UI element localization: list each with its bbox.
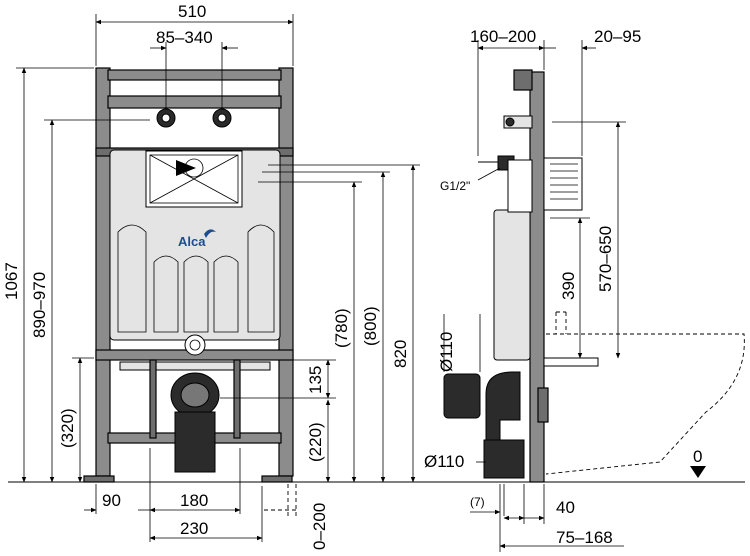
bowl-bracket (555, 311, 567, 334)
right-bolt-rod (233, 359, 241, 439)
side-pipe-top (443, 373, 481, 419)
brand-logo: Alca (178, 234, 206, 249)
dim-foot-spacing: 230 (180, 519, 208, 538)
top-rail (107, 69, 282, 81)
dim-waste-height: (320) (58, 408, 77, 448)
dim-offset-small: (7) (470, 495, 485, 509)
flush-arrow-icon (176, 160, 196, 176)
dim-depth-range: 160–200 (470, 27, 536, 46)
dim-anchor-height: 890–970 (30, 272, 49, 338)
drain-top-port (184, 334, 206, 356)
side-cistern-upper (507, 159, 533, 213)
side-anchor-bolt (505, 117, 515, 127)
flush-valve-ring (184, 158, 204, 178)
dim-foot-offset: 90 (102, 491, 121, 510)
drain-port-inner (189, 339, 201, 351)
right-anchor-hole (217, 113, 227, 123)
side-bolt-rod (543, 357, 599, 367)
dim-inlet-spacing: 85–340 (156, 28, 213, 47)
front-view: Alca 510 85–340 1067 890–970 (320) (2, 2, 420, 550)
flush-button-ribs (550, 163, 578, 200)
dim-offset-range: 75–168 (556, 528, 613, 547)
floor-level-marker-icon (690, 466, 706, 478)
side-clip (537, 387, 549, 423)
side-top-block (513, 69, 533, 91)
flush-cross-b (149, 154, 239, 204)
dim-height-total: 1067 (2, 262, 21, 300)
dim-connection-height: 570–650 (596, 226, 615, 292)
right-upright (278, 67, 294, 477)
side-view: 0 160–200 20–95 G1/2" 390 570–650 Ø110 Ø… (424, 27, 745, 552)
side-elbow (485, 371, 521, 441)
dim-width-total: 510 (178, 2, 206, 21)
cistern-panels (117, 224, 275, 333)
waste-elbow-inner (180, 382, 210, 408)
dim-button-height: 390 (559, 272, 578, 300)
dim-flush-box-top: (780) (332, 308, 351, 348)
waste-pipe (174, 411, 216, 473)
water-inlet-label: G1/2" (440, 179, 470, 193)
dim-floor-adjust: 0–200 (310, 503, 329, 550)
brand-bird-icon (204, 229, 216, 238)
dim-wall-gap: 20–95 (594, 27, 641, 46)
toilet-bowl-outline (545, 333, 745, 475)
upper-rail (107, 95, 282, 109)
dim-drain-height: (220) (306, 422, 325, 462)
pipe-diameter-bottom-label: Ø110 (424, 452, 464, 471)
left-foot (83, 475, 115, 483)
side-pipe-bottom (483, 439, 525, 479)
right-foot (261, 475, 293, 483)
flush-button-housing (543, 157, 583, 211)
bolt-bracket (119, 361, 271, 371)
floor-level-label: 0 (693, 447, 702, 466)
pipe-diameter-top-label: Ø110 (437, 332, 456, 372)
left-bolt-rod (149, 359, 157, 439)
dim-offset-40: 40 (556, 498, 575, 517)
dim-flush-box-mid: (800) (361, 306, 380, 346)
dim-frame-top: 820 (391, 340, 410, 368)
left-upright (95, 67, 111, 477)
dim-bolt-height: 135 (306, 366, 325, 394)
left-anchor-hole (161, 113, 171, 123)
dim-bolt-spacing: 180 (180, 491, 208, 510)
inlet-leader (477, 167, 501, 181)
side-cistern (493, 209, 531, 361)
flush-plate-inner (149, 154, 239, 204)
